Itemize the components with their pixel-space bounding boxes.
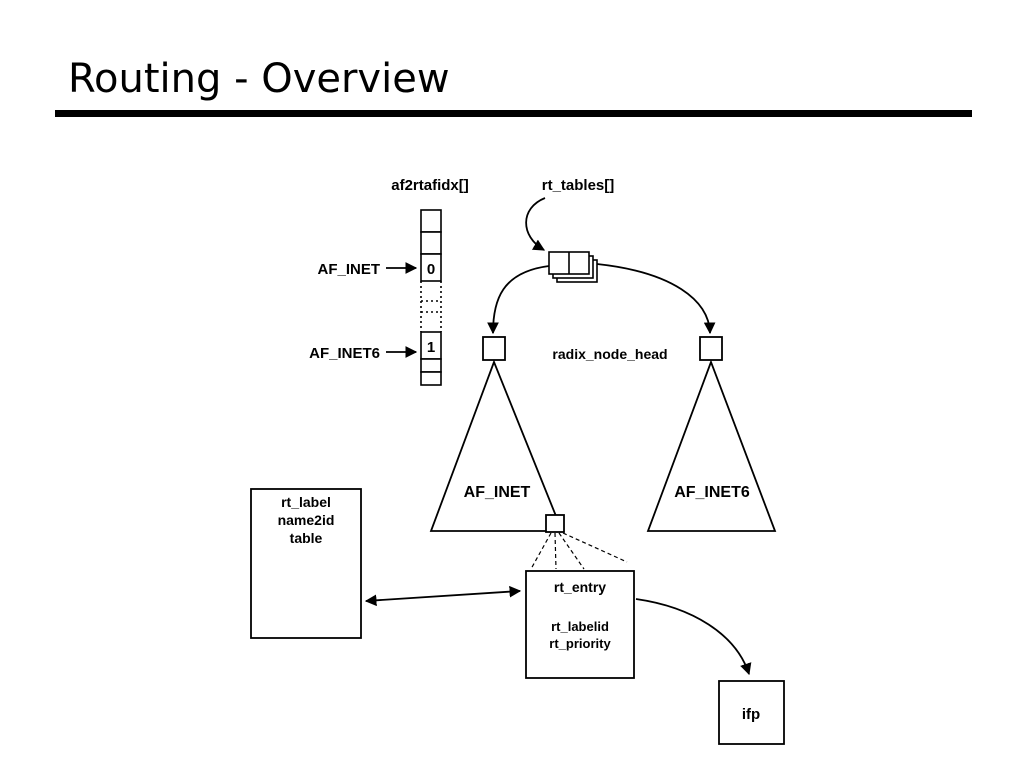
rt-label-table-line1: rt_label — [281, 494, 331, 510]
af-inet-tree-label: AF_INET — [464, 484, 531, 501]
array-index-1-value: 1 — [427, 339, 435, 356]
tree-leaf-node-box — [545, 514, 565, 533]
af-inet6-tree — [646, 359, 777, 532]
dashed-link — [562, 532, 628, 563]
rt-entry-field-priority: rt_priority — [549, 636, 611, 651]
array-cell — [420, 209, 442, 233]
rt-tables-pointer-arrow — [525, 197, 546, 251]
rt-label-rt-entry-double-arrow — [364, 585, 522, 607]
af2rtafidx-array — [420, 209, 442, 386]
rt-label-table-line3: table — [290, 530, 323, 546]
af-inet-row-label: AF_INET — [317, 261, 380, 278]
rt-entry-field-labelid: rt_labelid — [551, 619, 609, 634]
dashed-link — [554, 532, 557, 570]
rt-label-name2id-table-box — [250, 488, 362, 639]
rt-entry-title: rt_entry — [554, 579, 606, 595]
af-inet-tree — [429, 359, 564, 532]
af-inet6-tree-label: AF_INET6 — [674, 484, 750, 501]
rt-tables-stack — [548, 251, 598, 283]
arrow-to-left-head — [487, 265, 550, 335]
rt-entry-to-ifp-arrow — [635, 598, 752, 676]
rt-label-table-line2: name2id — [278, 512, 335, 528]
radix-node-head-right-box — [699, 336, 723, 361]
array-index-0-value: 0 — [427, 261, 435, 278]
dashed-link — [530, 532, 552, 570]
arrow-to-right-head — [596, 263, 716, 335]
ifp-label: ifp — [742, 706, 760, 723]
dashed-link — [558, 532, 585, 570]
af-inet6-row-label: AF_INET6 — [309, 345, 380, 362]
af2rtafidx-array-label: af2rtafidx[] — [391, 177, 469, 194]
rt-entry-box — [525, 570, 635, 679]
title-underline — [55, 110, 972, 117]
array-cell — [420, 371, 442, 386]
array-cell — [420, 231, 442, 255]
rt-tables-label: rt_tables[] — [542, 177, 615, 194]
array-cell — [420, 358, 442, 373]
leaf-to-rt-entry-dashed-links — [530, 532, 628, 570]
ifp-box — [718, 680, 785, 745]
radix-node-head-left-box — [482, 336, 506, 361]
page-title: Routing - Overview — [68, 56, 450, 102]
radix-node-head-label: radix_node_head — [552, 346, 667, 362]
array-cell-0 — [420, 253, 442, 282]
